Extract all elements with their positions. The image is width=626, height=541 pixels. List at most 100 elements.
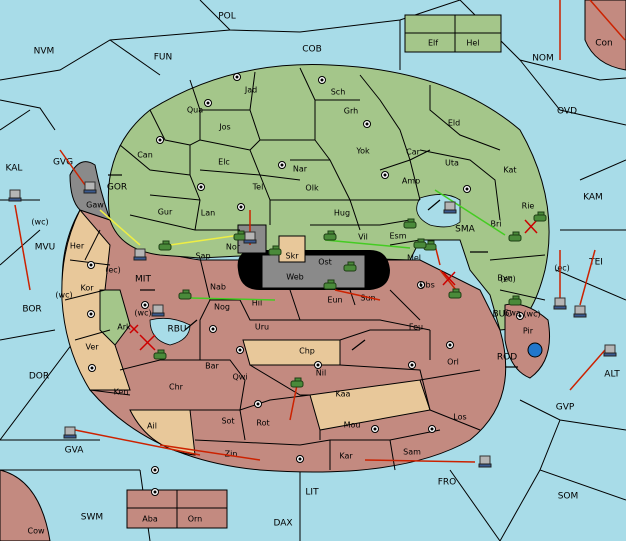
- label-red-11: Nil: [316, 369, 326, 378]
- region-skr[interactable]: [278, 235, 306, 263]
- label-red-14: Kaa: [336, 390, 351, 399]
- army-unit[interactable]: [178, 289, 192, 300]
- label-green-13: Amp: [402, 177, 420, 186]
- move-arrow: [74, 429, 201, 456]
- order-arrows: [14, 0, 626, 463]
- label-sea-24: LIT: [305, 488, 319, 498]
- label-green-6: Elc: [218, 158, 230, 167]
- supply-center-dot: [233, 73, 241, 81]
- army-unit[interactable]: [153, 349, 167, 360]
- label-red-6: Uru: [255, 323, 269, 332]
- fleet-unit[interactable]: [478, 455, 492, 468]
- army-unit[interactable]: [290, 377, 304, 388]
- supply-center-dot: [371, 425, 379, 433]
- label-green-15: Olk: [305, 184, 319, 193]
- fleet-unit[interactable]: [8, 189, 22, 202]
- supply-center-dot: [87, 310, 95, 318]
- label-green-21: Esm: [389, 232, 406, 241]
- label-tan-6: Skr: [286, 252, 300, 261]
- label-green-3: Jos: [218, 123, 230, 132]
- label-green-0: Jad: [244, 86, 257, 95]
- army-unit[interactable]: [343, 261, 357, 272]
- label-red-4: Obs: [419, 281, 435, 290]
- label-tan-0: Her: [70, 242, 85, 251]
- label-green-22: Vil: [358, 233, 368, 242]
- label-sea-17: BUC: [492, 310, 511, 320]
- label-green-25: Gwa: [503, 309, 521, 318]
- label-green-12: Kat: [503, 166, 516, 175]
- fleet-unit[interactable]: [573, 305, 587, 318]
- region-borders: [64, 67, 546, 471]
- label-red-7: Feu: [409, 323, 423, 332]
- fleet-pir[interactable]: [527, 342, 543, 358]
- label-sea-25: SWM: [81, 513, 103, 523]
- supply-center-dot: [151, 488, 159, 496]
- army-unit[interactable]: [508, 295, 522, 306]
- supply-center-dot: [363, 120, 371, 128]
- fleet-unit[interactable]: [553, 297, 567, 310]
- label-sea-0: POL: [218, 12, 236, 22]
- army-unit[interactable]: [508, 231, 522, 242]
- supply-center-dot: [151, 466, 159, 474]
- units[interactable]: [8, 181, 617, 468]
- supply-center-dot: [254, 400, 262, 408]
- fleet-unit[interactable]: [443, 201, 457, 214]
- army-unit[interactable]: [323, 279, 337, 290]
- army-unit[interactable]: [158, 240, 172, 251]
- label-sea-14: SMA: [455, 225, 475, 235]
- region-chp[interactable]: [242, 339, 341, 366]
- region-pir[interactable]: [504, 303, 551, 379]
- label-red-24: Orn: [188, 515, 203, 524]
- fleet-unit[interactable]: [603, 344, 617, 357]
- label-red-1: Nog: [214, 303, 230, 312]
- region-ark-green[interactable]: [99, 289, 131, 346]
- label-sea-9: MVU: [35, 243, 56, 253]
- label-sea-12: RBU: [167, 325, 186, 335]
- support-arrow: [169, 234, 241, 246]
- supply-center-dot: [296, 455, 304, 463]
- label-sea-1: FUN: [154, 53, 173, 63]
- army-unit[interactable]: [448, 288, 462, 299]
- label-red-2: Hil: [252, 299, 262, 308]
- label-green-24: Byn: [497, 274, 512, 283]
- label-green-26: Elf: [428, 39, 438, 48]
- label-red-16: Rot: [256, 419, 269, 428]
- supply-center-dot: [88, 364, 96, 372]
- label-sea-19: ALT: [604, 370, 620, 380]
- army-unit[interactable]: [413, 238, 427, 249]
- fleet-unit[interactable]: [151, 304, 165, 317]
- label-green-1: Sch: [331, 88, 346, 97]
- supply-center-dot: [318, 76, 326, 84]
- supply-center-dot: [87, 261, 95, 269]
- label-red-17: Los: [453, 413, 466, 422]
- label-sea-15: KAM: [583, 193, 603, 203]
- label-sea-23: SOM: [558, 492, 579, 502]
- label-green-2: Qua: [187, 106, 203, 115]
- army-unit[interactable]: [533, 211, 547, 222]
- army-unit[interactable]: [268, 245, 282, 256]
- army-unit[interactable]: [403, 218, 417, 229]
- fleet-unit[interactable]: [63, 426, 77, 439]
- supply-center-dot: [417, 281, 425, 289]
- region-west-arm[interactable]: [61, 209, 131, 391]
- army-unit[interactable]: [323, 230, 337, 241]
- label-red-23: Aba: [142, 515, 158, 524]
- fleet-unit[interactable]: [133, 248, 147, 261]
- label-red-9: Qwi: [232, 373, 247, 382]
- fleet-unit[interactable]: [83, 181, 97, 194]
- move-arrow: [579, 249, 596, 306]
- label-green-27: Hel: [466, 39, 479, 48]
- army-unit[interactable]: [233, 230, 247, 241]
- supply-center-dot: [141, 301, 149, 309]
- move-arrow: [364, 459, 476, 463]
- region-web-ost[interactable]: [261, 254, 366, 289]
- label-sea-2: COB: [302, 45, 322, 55]
- label-sea-3: NVM: [34, 47, 55, 57]
- label-red-5: Eun: [327, 296, 342, 305]
- label-green-29: Sap: [195, 252, 210, 261]
- label-grey-2: Ost: [318, 258, 332, 267]
- fleet-unit[interactable]: [243, 231, 257, 244]
- label-coast-0: (wc): [31, 218, 48, 227]
- supply-center-dot: [428, 425, 436, 433]
